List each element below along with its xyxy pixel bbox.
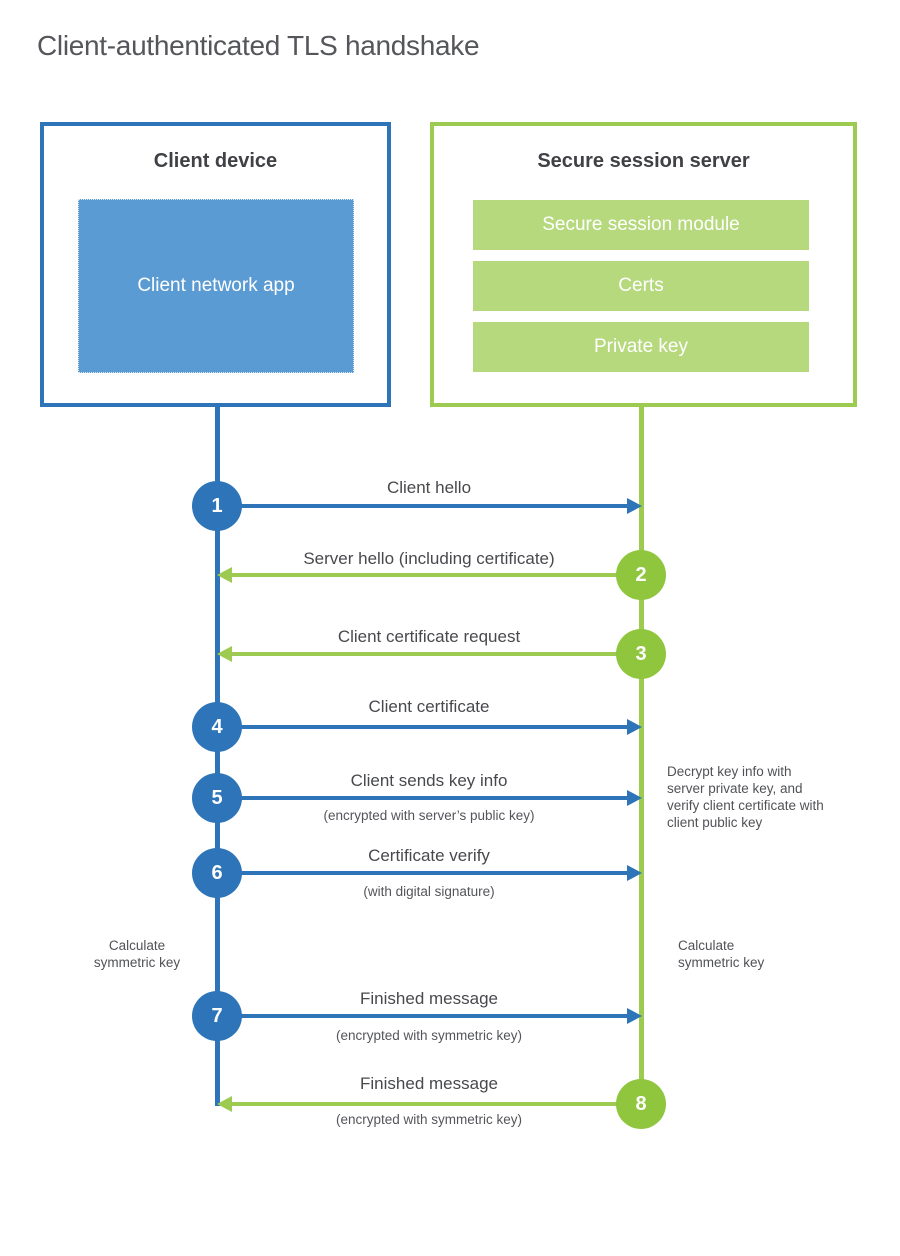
step-circle-5: 5 — [192, 773, 242, 823]
server-title: Secure session server — [537, 150, 750, 172]
message-label-finished-server: Finished message — [360, 1074, 498, 1093]
client-network-app-label: Client network app — [137, 274, 295, 296]
step-circle-7: 7 — [192, 991, 242, 1041]
step-circle-8: 8 — [616, 1079, 666, 1129]
server-module-label: Certs — [618, 275, 664, 296]
message-sublabel-key-info: (encrypted with server’s public key) — [323, 808, 535, 823]
note-calculate-symmetric-key-client: Calculate symmetric key — [93, 938, 181, 970]
message-sublabel-certificate-verify: (with digital signature) — [363, 884, 495, 899]
arrowhead-left-icon — [217, 1096, 232, 1112]
arrow-finished-server — [217, 1096, 641, 1112]
arrow-finished-client — [217, 1008, 642, 1024]
server-module-label: Private key — [594, 336, 688, 357]
step-circle-6: 6 — [192, 848, 242, 898]
arrowhead-right-icon — [627, 719, 642, 735]
arrowhead-left-icon — [217, 646, 232, 662]
arrowhead-right-icon — [627, 790, 642, 806]
message-label-key-info: Client sends key info — [350, 771, 508, 790]
arrow-client-cert-request — [217, 646, 641, 662]
server-box: Secure session server Secure session mod… — [430, 122, 857, 407]
client-network-app-box: Client network app — [78, 199, 354, 373]
arrowhead-right-icon — [627, 1008, 642, 1024]
arrowhead-right-icon — [627, 865, 642, 881]
server-module-secure-session: Secure session module — [473, 200, 809, 250]
message-label-certificate-verify: Certificate verify — [368, 846, 490, 865]
step-circle-4: 4 — [192, 702, 242, 752]
note-calculate-symmetric-key-server: Calculate symmetric key — [678, 938, 765, 970]
client-device-box: Client device Client network app — [40, 122, 391, 407]
server-module-label: Secure session module — [542, 214, 740, 235]
step-circle-1: 1 — [192, 481, 242, 531]
arrowhead-left-icon — [217, 567, 232, 583]
client-lifeline — [215, 407, 220, 1106]
arrow-client-hello — [217, 498, 642, 514]
message-label-finished-client: Finished message — [360, 989, 498, 1008]
note-decrypt-key-info: Decrypt key info with server private key… — [667, 764, 824, 830]
server-module-private-key: Private key — [473, 322, 809, 372]
message-label-server-hello: Server hello (including certificate) — [303, 549, 555, 568]
server-lifeline — [639, 407, 644, 1104]
message-sublabel-finished-client: (encrypted with symmetric key) — [335, 1028, 523, 1043]
arrow-server-hello — [217, 567, 641, 583]
arrow-client-certificate — [217, 719, 642, 735]
step-circle-2: 2 — [616, 550, 666, 600]
client-device-title: Client device — [153, 150, 278, 172]
arrow-certificate-verify — [217, 865, 642, 881]
message-label-cert-request: Client certificate request — [337, 627, 521, 646]
message-label-client-certificate: Client certificate — [368, 697, 490, 716]
arrow-client-key-info — [217, 790, 642, 806]
page-title: Client-authenticated TLS handshake — [37, 30, 480, 61]
server-module-certs: Certs — [473, 261, 809, 311]
message-sublabel-finished-server: (encrypted with symmetric key) — [335, 1112, 523, 1127]
message-label-client-hello: Client hello — [386, 478, 472, 497]
step-circle-3: 3 — [616, 629, 666, 679]
arrowhead-right-icon — [627, 498, 642, 514]
